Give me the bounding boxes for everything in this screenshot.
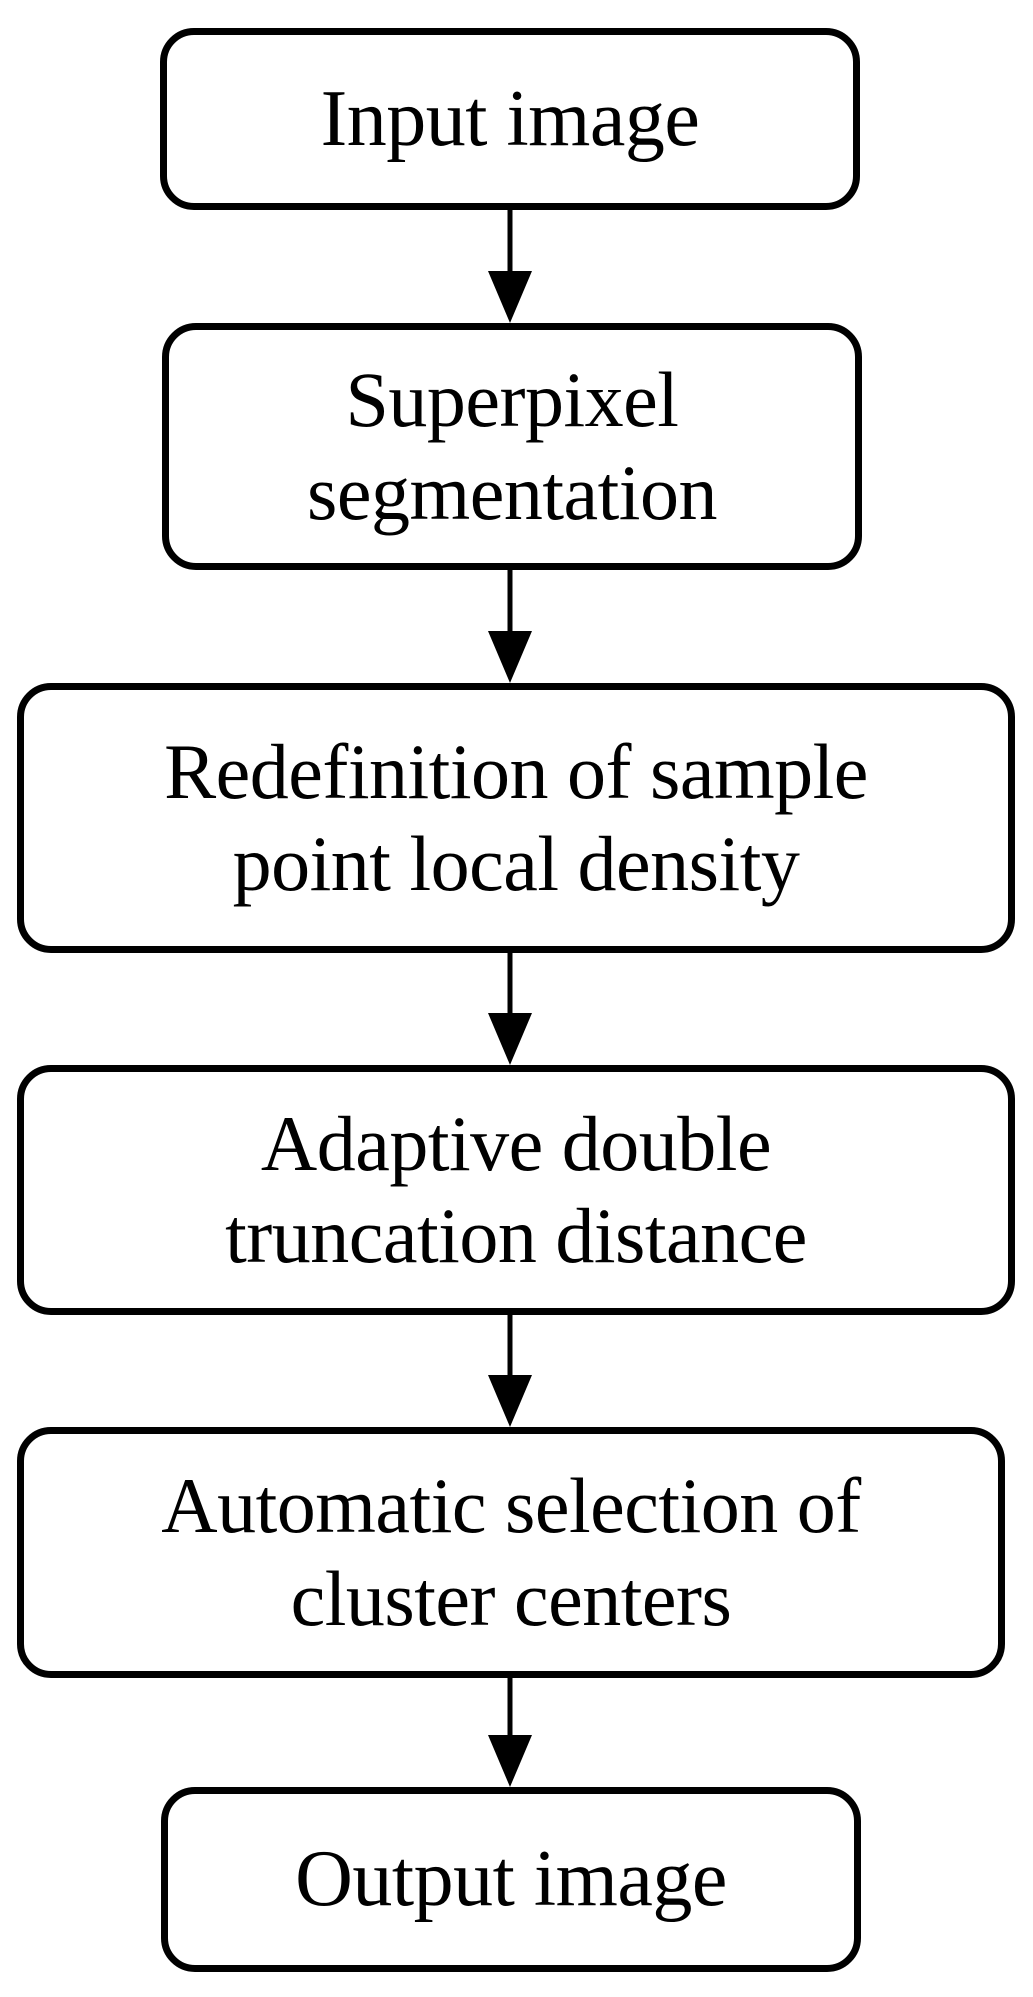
node-label: Adaptive double truncation distance (225, 1099, 807, 1279)
arrow-head (488, 1735, 532, 1787)
flowchart-node-output-image: Output image (161, 1787, 861, 1972)
flow-arrow (484, 210, 536, 323)
node-label: Redefinition of sample point local densi… (164, 727, 868, 907)
arrow-head (488, 1375, 532, 1427)
flowchart-node-input-image: Input image (160, 28, 860, 210)
node-label: Input image (320, 74, 700, 163)
flowchart-node-superpixel-segmentation: Superpixel segmentation (162, 323, 862, 570)
flow-arrow (484, 953, 536, 1065)
flow-arrow (484, 1678, 536, 1787)
flowchart-node-redefinition-local-density: Redefinition of sample point local densi… (17, 683, 1015, 953)
arrow-head (488, 631, 532, 683)
node-label: Output image (295, 1835, 727, 1924)
flow-arrow (484, 570, 536, 683)
flowchart-node-adaptive-truncation-distance: Adaptive double truncation distance (17, 1065, 1015, 1315)
flowchart-node-automatic-cluster-centers: Automatic selection of cluster centers (17, 1427, 1005, 1678)
node-label: Automatic selection of cluster centers (161, 1462, 861, 1642)
node-label: Superpixel segmentation (307, 356, 717, 536)
flow-arrow (484, 1315, 536, 1427)
arrow-head (488, 1013, 532, 1065)
arrow-head (488, 271, 532, 323)
